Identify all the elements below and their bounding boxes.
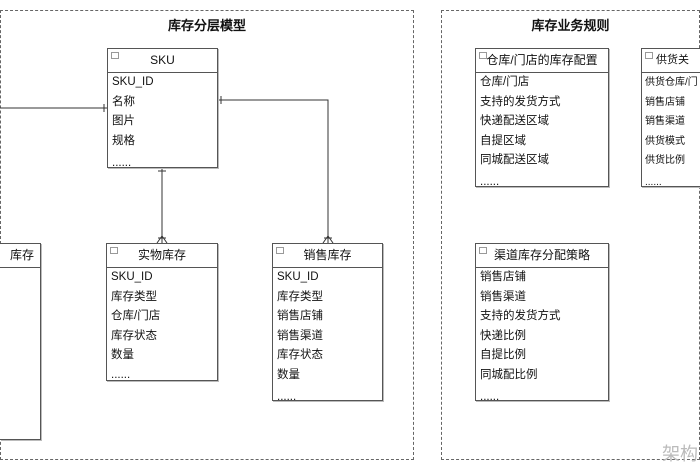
many-marker — [156, 235, 168, 244]
entity-sku[interactable]: SKU SKU_ID 名称 图片 规格 ...... — [107, 48, 218, 169]
field: 销售渠道 — [277, 329, 323, 342]
field: 供货模式 — [645, 135, 685, 147]
field: 自提区域 — [480, 134, 526, 147]
field: 名称 — [112, 95, 135, 108]
collapse-icon[interactable] — [111, 52, 119, 59]
group-title: 库存分层模型 — [167, 18, 246, 33]
collapse-icon[interactable] — [645, 52, 653, 59]
field: 快递配送区域 — [480, 115, 549, 127]
field: 供货比例 — [645, 155, 685, 166]
field: SKU_ID — [112, 76, 154, 88]
entity-title: 供货关 — [656, 54, 689, 66]
field: 图片 — [112, 115, 135, 127]
field: 同城配比例 — [480, 368, 538, 381]
entity-title: 实物库存 — [137, 248, 186, 262]
field: ...... — [111, 368, 131, 381]
field: SKU_ID — [111, 271, 153, 283]
field: 仓库/门店 — [111, 310, 161, 322]
field: ...... — [480, 391, 500, 403]
relation-line-sales — [218, 99, 329, 243]
field: 数量 — [277, 368, 300, 381]
entity-inventory-partial[interactable]: 库存 — [0, 243, 41, 440]
field: 销售店铺 — [480, 271, 526, 283]
entity-title: SKU — [150, 53, 175, 67]
field: 库存状态 — [111, 329, 157, 342]
field: SKU_ID — [277, 271, 319, 283]
entity-warehouse-config[interactable]: 仓库/门店的库存配置 仓库/门店 支持的发货方式 快递配送区域 自提区域 同城配… — [475, 48, 609, 188]
field: 快递比例 — [480, 329, 526, 342]
entity-title: 仓库/门店的库存配置 — [486, 53, 598, 67]
collapse-icon[interactable] — [479, 247, 487, 254]
field: 库存类型 — [111, 290, 157, 303]
entity-sales-inventory[interactable]: 销售库存 SKU_ID 库存类型 销售店铺 销售渠道 库存状态 数量 .....… — [272, 243, 383, 403]
entity-channel-strategy[interactable]: 渠道库存分配策略 销售店铺 销售渠道 支持的发货方式 快递比例 自提比例 同城配… — [475, 243, 609, 403]
collapse-icon[interactable] — [479, 52, 487, 59]
watermark: 架构 — [662, 444, 698, 464]
group-title: 库存业务规则 — [531, 18, 610, 33]
entity-physical-inventory[interactable]: 实物库存 SKU_ID 库存类型 仓库/门店 库存状态 数量 ...... — [106, 243, 218, 381]
field: 销售店铺 — [645, 96, 685, 108]
field: ...... — [480, 175, 500, 188]
field: 同城配送区域 — [480, 154, 549, 166]
entity-title: 销售库存 — [303, 248, 352, 262]
entity-supply-relation[interactable]: 供货关 供货仓库/门 销售店铺 销售渠道 供货模式 供货比例 ...... — [641, 48, 700, 188]
many-marker — [322, 235, 334, 244]
group-inventory-model: 库存分层模型 — [0, 10, 414, 460]
field: 库存类型 — [277, 290, 323, 303]
field: 销售店铺 — [277, 310, 323, 322]
collapse-icon[interactable] — [110, 247, 118, 254]
field: 数量 — [111, 349, 134, 361]
field: ...... — [645, 176, 662, 188]
collapse-icon[interactable] — [276, 247, 284, 254]
field: 仓库/门店 — [480, 76, 530, 88]
entity-title: 渠道库存分配策略 — [493, 248, 590, 262]
field: 支持的发货方式 — [480, 310, 561, 322]
field: 销售渠道 — [480, 290, 526, 303]
field: ...... — [112, 157, 132, 169]
field: 支持的发货方式 — [480, 95, 561, 108]
field: 库存状态 — [277, 349, 323, 361]
entity-title: 库存 — [9, 248, 34, 262]
field: ...... — [277, 391, 297, 403]
field: 自提比例 — [480, 349, 526, 361]
field: 销售渠道 — [645, 116, 685, 127]
field: 供货仓库/门 — [645, 77, 698, 88]
field: 规格 — [112, 134, 135, 147]
